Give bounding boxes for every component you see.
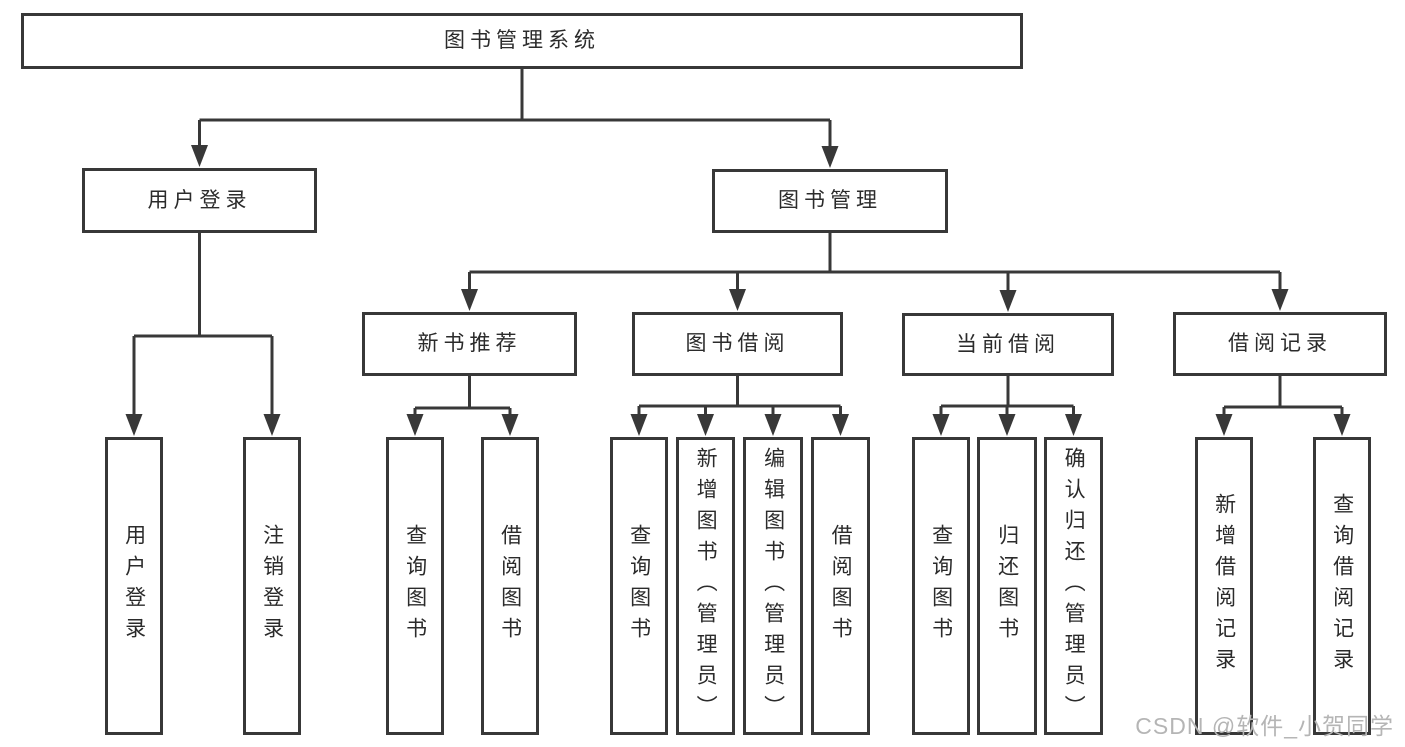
node-label: 查询图书 <box>627 524 651 648</box>
arrowhead-icon <box>1065 414 1082 436</box>
node-label: 查询借阅记录 <box>1330 493 1354 679</box>
node-label: 新增图书（管理员） <box>694 446 718 726</box>
diagram-node-leaf-borrow-book-2: 借阅图书 <box>811 437 870 735</box>
node-label: 确认归还（管理员） <box>1062 446 1086 726</box>
diagram-node-leaf-query-book-3: 查询图书 <box>912 437 970 735</box>
arrowhead-icon <box>461 289 478 311</box>
node-label: 新增借阅记录 <box>1212 493 1236 679</box>
node-label: 当前借阅 <box>956 332 1060 356</box>
diagram-node-root: 图书管理系统 <box>21 13 1023 69</box>
arrowhead-icon <box>1333 414 1351 436</box>
diagram-node-leaf-user-login: 用户登录 <box>105 437 163 735</box>
arrowhead-icon <box>932 414 950 436</box>
diagram-node-leaf-add-book: 新增图书（管理员） <box>676 437 735 735</box>
arrowhead-icon <box>191 145 208 167</box>
arrowhead-icon <box>630 414 648 436</box>
diagram-node-book-borrow: 图书借阅 <box>632 312 843 376</box>
diagram-node-leaf-query-book-2: 查询图书 <box>610 437 668 735</box>
node-label: 注销登录 <box>260 524 284 648</box>
diagram-node-leaf-query-record: 查询借阅记录 <box>1313 437 1371 735</box>
diagram-node-leaf-query-book-1: 查询图书 <box>386 437 444 735</box>
arrowhead-icon <box>999 290 1017 312</box>
arrowhead-icon <box>998 414 1016 436</box>
diagram-node-book-mgmt: 图书管理 <box>712 169 948 233</box>
diagram-node-new-book-rec: 新书推荐 <box>362 312 577 376</box>
node-label: 图书借阅 <box>685 332 790 356</box>
diagram-node-borrow-record: 借阅记录 <box>1173 312 1387 376</box>
arrowhead-icon <box>764 414 782 436</box>
arrowhead-icon <box>697 414 714 436</box>
diagram-node-leaf-confirm-return: 确认归还（管理员） <box>1044 437 1103 735</box>
diagram-node-leaf-borrow-book-1: 借阅图书 <box>481 437 539 735</box>
node-label: 查询图书 <box>929 524 953 648</box>
node-label: 借阅记录 <box>1228 332 1332 356</box>
diagram-node-leaf-add-record: 新增借阅记录 <box>1195 437 1253 735</box>
node-label: 图书管理系统 <box>444 29 600 53</box>
node-label: 用户登录 <box>147 188 252 212</box>
arrowhead-icon <box>263 414 281 436</box>
node-label: 用户登录 <box>122 524 146 648</box>
node-label: 查询图书 <box>403 524 427 648</box>
arrowhead-icon <box>729 289 746 311</box>
arrowhead-icon <box>501 414 519 436</box>
watermark: CSDN @软件_小贺同学 <box>1135 713 1394 739</box>
node-label: 新书推荐 <box>417 332 522 356</box>
node-label: 借阅图书 <box>829 524 853 648</box>
node-label: 借阅图书 <box>498 524 522 648</box>
node-label: 图书管理 <box>778 189 882 213</box>
diagram-node-current-borrow: 当前借阅 <box>902 313 1114 376</box>
node-label: 归还图书 <box>995 524 1019 648</box>
arrowhead-icon <box>832 414 849 436</box>
node-label: 编辑图书（管理员） <box>761 446 785 726</box>
diagram-node-leaf-logout: 注销登录 <box>243 437 301 735</box>
diagram-node-leaf-edit-book: 编辑图书（管理员） <box>743 437 803 735</box>
diagram-node-user-login: 用户登录 <box>82 168 317 233</box>
arrowhead-icon <box>1215 414 1233 436</box>
arrowhead-icon <box>1271 289 1289 311</box>
arrowhead-icon <box>821 146 839 168</box>
arrowhead-icon <box>406 414 424 436</box>
diagram-node-leaf-return-book: 归还图书 <box>977 437 1037 735</box>
arrowhead-icon <box>125 414 143 436</box>
